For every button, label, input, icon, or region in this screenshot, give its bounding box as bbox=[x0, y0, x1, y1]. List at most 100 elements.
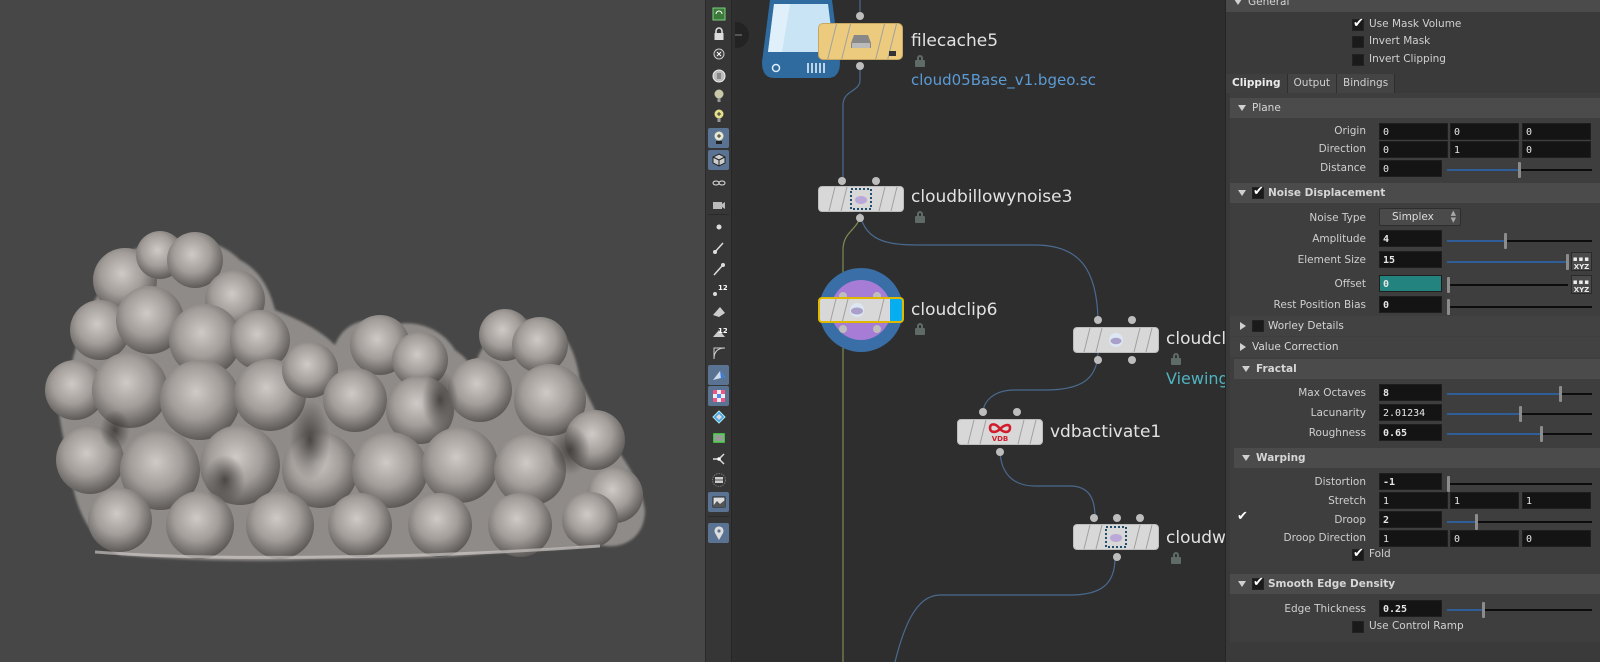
display-flag[interactable] bbox=[890, 299, 902, 321]
camera-glasses-button[interactable] bbox=[708, 193, 729, 213]
diamond-button[interactable] bbox=[708, 407, 729, 427]
noise-displacement-toggle[interactable]: ✔ bbox=[1252, 185, 1264, 199]
xyz-button[interactable]: ▪▪▪XYZ bbox=[1571, 275, 1592, 294]
output-port[interactable] bbox=[856, 214, 864, 222]
section-warping[interactable]: Warping bbox=[1234, 448, 1600, 468]
primitive-number-button[interactable]: 12 bbox=[708, 322, 729, 342]
glasses-button[interactable] bbox=[708, 172, 729, 192]
offset-field[interactable]: 0 bbox=[1379, 275, 1442, 292]
shaded-plane-button[interactable] bbox=[708, 365, 729, 385]
noise-type-dropdown[interactable]: Simplex ▲▼ bbox=[1379, 208, 1461, 226]
light-bulb-button[interactable] bbox=[708, 86, 729, 106]
node-cloudbillowynoise3[interactable] bbox=[818, 186, 904, 212]
pane-splitter[interactable] bbox=[731, 0, 735, 662]
output-port[interactable] bbox=[873, 325, 881, 333]
light-add-button[interactable] bbox=[708, 106, 729, 126]
map-pin-button[interactable] bbox=[708, 523, 729, 543]
output-port[interactable] bbox=[996, 448, 1004, 456]
origin-z-field[interactable]: 0 bbox=[1522, 123, 1591, 140]
node-filecache5[interactable] bbox=[818, 23, 903, 60]
distance-field[interactable]: 0 bbox=[1379, 160, 1442, 177]
amplitude-slider[interactable] bbox=[1447, 233, 1592, 249]
amplitude-field[interactable]: 4 bbox=[1379, 230, 1442, 247]
direction-x-field[interactable]: 0 bbox=[1379, 141, 1448, 158]
use-mask-volume-checkbox[interactable]: ✔ bbox=[1352, 17, 1364, 31]
section-smooth-edge-density[interactable]: ✔ Smooth Edge Density bbox=[1230, 574, 1600, 594]
max-octaves-slider[interactable] bbox=[1447, 386, 1592, 402]
direction-z-field[interactable]: 0 bbox=[1522, 141, 1591, 158]
scene-viewport[interactable] bbox=[0, 0, 705, 662]
output-port[interactable] bbox=[856, 62, 864, 70]
input-port[interactable] bbox=[856, 12, 864, 20]
fold-checkbox[interactable]: ✔ bbox=[1352, 547, 1364, 561]
input-port[interactable] bbox=[872, 177, 880, 185]
lacunarity-slider[interactable] bbox=[1447, 406, 1592, 422]
input-port[interactable] bbox=[873, 292, 881, 300]
background-image-button[interactable] bbox=[708, 492, 729, 512]
output-port[interactable] bbox=[1113, 553, 1121, 561]
tab-bindings[interactable]: Bindings bbox=[1337, 74, 1396, 93]
point-button[interactable] bbox=[708, 217, 729, 237]
use-control-ramp-checkbox[interactable] bbox=[1352, 621, 1364, 633]
droop-slider[interactable] bbox=[1447, 514, 1592, 530]
distance-slider[interactable] bbox=[1447, 162, 1592, 178]
section-fractal[interactable]: Fractal bbox=[1234, 359, 1600, 379]
input-port[interactable] bbox=[838, 177, 846, 185]
lock-camera-button[interactable] bbox=[708, 24, 729, 44]
roughness-field[interactable]: 0.65 bbox=[1379, 424, 1442, 441]
droop-direction-z-field[interactable]: 0 bbox=[1522, 530, 1591, 547]
section-noise-displacement[interactable]: ✔ Noise Displacement bbox=[1230, 183, 1600, 203]
light-remove-button[interactable] bbox=[708, 45, 729, 65]
input-port[interactable] bbox=[839, 292, 847, 300]
checker-texture-button[interactable] bbox=[708, 386, 729, 406]
headlight-button[interactable] bbox=[708, 66, 729, 86]
stretch-x-field[interactable]: 1 bbox=[1379, 492, 1448, 509]
roughness-slider[interactable] bbox=[1447, 426, 1592, 442]
bezier-corner-button[interactable] bbox=[708, 343, 729, 363]
stretch-y-field[interactable]: 1 bbox=[1450, 492, 1519, 509]
tab-clipping[interactable]: Clipping bbox=[1226, 74, 1288, 93]
axis-gizmo-button[interactable] bbox=[708, 449, 729, 469]
lacunarity-field[interactable]: 2.01234 bbox=[1379, 404, 1442, 421]
element-size-field[interactable]: 15 bbox=[1379, 251, 1442, 268]
section-value-correction[interactable]: Value Correction bbox=[1230, 337, 1600, 357]
smooth-edge-density-toggle[interactable]: ✔ bbox=[1252, 576, 1264, 590]
offset-slider[interactable] bbox=[1447, 277, 1568, 293]
green-frame-button[interactable] bbox=[708, 428, 729, 448]
invert-mask-checkbox[interactable] bbox=[1352, 36, 1364, 48]
input-port[interactable] bbox=[1094, 316, 1102, 324]
invert-clipping-checkbox[interactable] bbox=[1352, 54, 1364, 66]
distortion-slider[interactable] bbox=[1447, 476, 1592, 492]
origin-x-field[interactable]: 0 bbox=[1379, 123, 1448, 140]
circle-list-button[interactable] bbox=[708, 470, 729, 490]
pipette-button[interactable] bbox=[708, 259, 729, 279]
droop-direction-x-field[interactable]: 1 bbox=[1379, 530, 1448, 547]
input-port[interactable] bbox=[979, 408, 987, 416]
output-port[interactable] bbox=[839, 325, 847, 333]
edge-thickness-slider[interactable] bbox=[1447, 602, 1592, 618]
input-port[interactable] bbox=[1128, 316, 1136, 324]
edge-thickness-field[interactable]: 0.25 bbox=[1379, 600, 1442, 617]
rest-position-bias-field[interactable]: 0 bbox=[1379, 296, 1442, 313]
droop-field[interactable]: 2 bbox=[1379, 511, 1442, 528]
collapse-pane-button[interactable] bbox=[735, 22, 749, 48]
node-cloudw[interactable] bbox=[1073, 524, 1159, 550]
droop-enable-checkbox[interactable]: ✔ bbox=[1237, 510, 1249, 525]
shaded-cube-button[interactable] bbox=[708, 150, 729, 170]
node-vdbactivate1[interactable]: VDB bbox=[957, 419, 1043, 445]
input-port[interactable] bbox=[1013, 408, 1021, 416]
stretch-z-field[interactable]: 1 bbox=[1522, 492, 1591, 509]
origin-y-field[interactable]: 0 bbox=[1450, 123, 1519, 140]
input-port[interactable] bbox=[1136, 514, 1144, 522]
point-number-button[interactable]: 12 bbox=[708, 280, 729, 300]
xyz-button[interactable]: ▪▪▪XYZ bbox=[1571, 252, 1592, 271]
max-octaves-field[interactable]: 8 bbox=[1379, 384, 1442, 401]
element-size-slider[interactable] bbox=[1447, 254, 1569, 270]
input-port[interactable] bbox=[1090, 514, 1098, 522]
brush-button[interactable] bbox=[708, 238, 729, 258]
input-port[interactable] bbox=[1113, 514, 1121, 522]
node-cloudclip6[interactable] bbox=[818, 297, 904, 323]
section-plane[interactable]: Plane bbox=[1230, 98, 1600, 118]
section-worley-details[interactable]: Worley Details bbox=[1230, 316, 1600, 336]
droop-direction-y-field[interactable]: 0 bbox=[1450, 530, 1519, 547]
